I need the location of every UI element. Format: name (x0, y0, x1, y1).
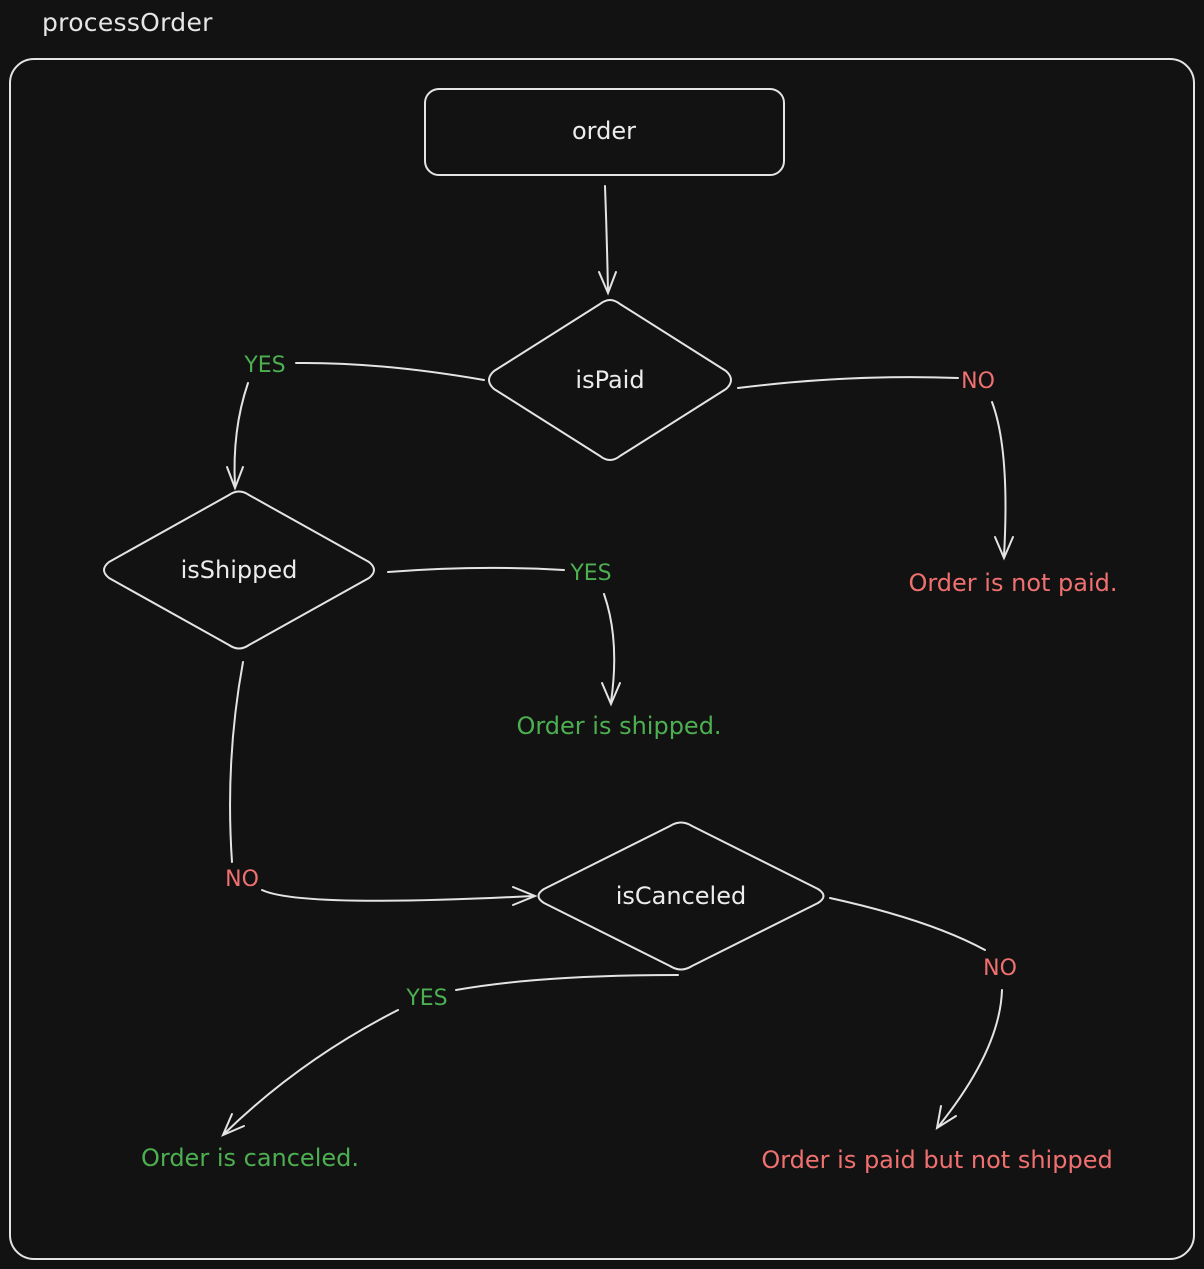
edge-label-is-shipped-yes: YES (569, 561, 611, 586)
node-is-canceled-label: isCanceled (616, 882, 746, 910)
edge-is-shipped-no (229, 661, 538, 906)
edge-label-is-shipped-no: NO (225, 867, 259, 892)
node-is-paid-label: isPaid (575, 366, 644, 394)
node-order-label: order (572, 117, 636, 145)
process-frame (9, 58, 1195, 1260)
edge-label-is-canceled-no: NO (983, 956, 1017, 981)
outcome-canceled: Order is canceled. (141, 1144, 359, 1172)
edge-is-paid-yes (226, 361, 485, 491)
node-is-shipped-label: isShipped (181, 556, 298, 584)
node-is-paid[interactable]: isPaid (488, 299, 732, 461)
frame-title: processOrder (42, 8, 213, 37)
edge-is-shipped-yes (387, 566, 621, 707)
edge-is-canceled-no (829, 897, 1003, 1131)
outcome-not-paid: Order is not paid. (908, 569, 1117, 597)
outcome-shipped: Order is shipped. (516, 712, 721, 740)
edge-label-is-paid-yes: YES (243, 353, 285, 378)
edge-label-is-canceled-yes: YES (405, 986, 447, 1011)
edge-order-to-is-paid (598, 185, 617, 296)
node-order[interactable]: order (424, 88, 785, 176)
edge-is-paid-no (737, 376, 1014, 561)
edge-is-canceled-yes (221, 974, 679, 1137)
node-is-shipped[interactable]: isShipped (103, 490, 375, 650)
edge-label-is-paid-no: NO (961, 369, 995, 394)
outcome-paid-not-shipped: Order is paid but not shipped (761, 1146, 1112, 1174)
node-is-canceled[interactable]: isCanceled (537, 821, 825, 971)
